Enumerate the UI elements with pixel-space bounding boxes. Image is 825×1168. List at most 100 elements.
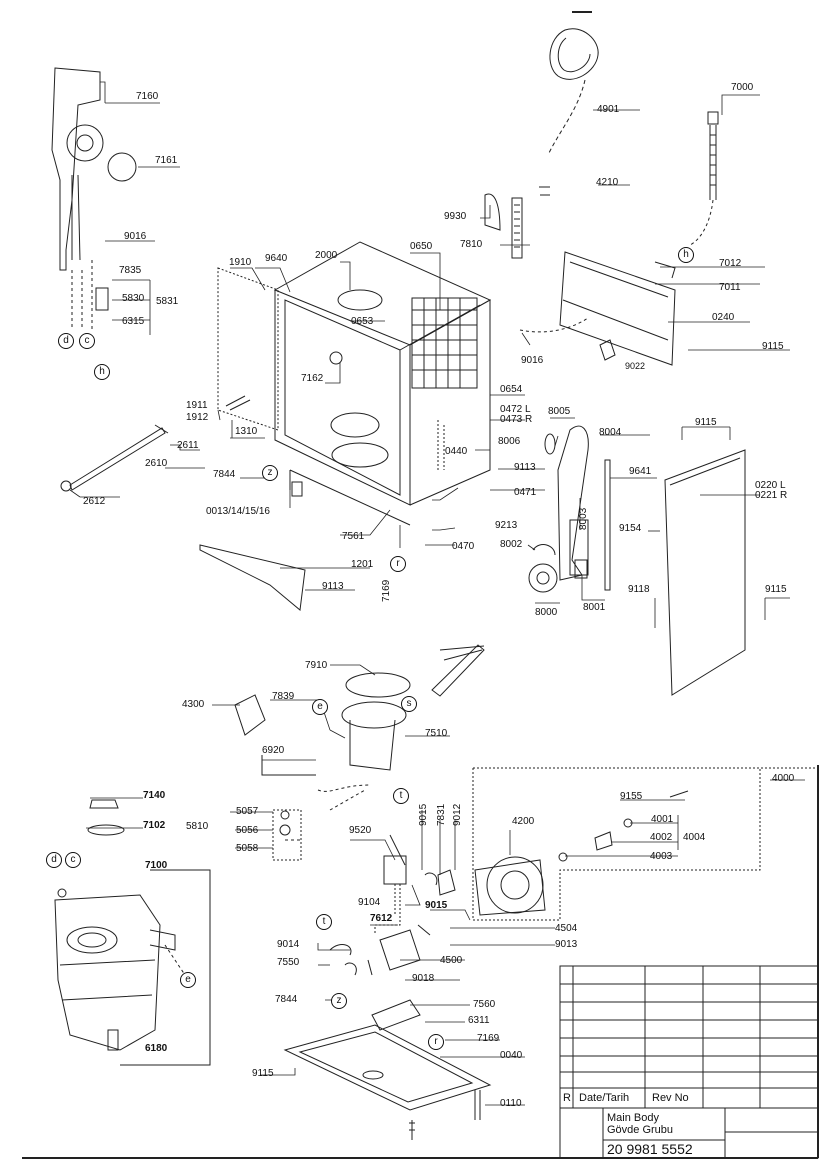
part-label-9014: 9014: [277, 939, 300, 950]
part-label-5810: 5810: [186, 821, 209, 832]
part-label-7550: 7550: [277, 957, 300, 968]
hinge-bracket-drawing: [51, 67, 137, 330]
marker-r-top: r: [390, 556, 406, 572]
part-label-1911: 1911: [186, 400, 208, 411]
part-label-4003: 4003: [650, 851, 673, 862]
part-label-9115-top: 9115: [762, 341, 784, 352]
marker-d-bottom: d: [46, 852, 62, 868]
part-label-7810: 7810: [460, 239, 483, 250]
part-label-9640: 9640: [265, 253, 288, 264]
marker-h-left: h: [94, 364, 110, 380]
part-label-7160: 7160: [136, 91, 159, 102]
part-label-9115-side: 9115: [765, 584, 787, 595]
part-label-9213: 9213: [495, 520, 518, 531]
part-label-8006: 8006: [498, 436, 521, 447]
marker-h-right: h: [678, 247, 694, 263]
part-label-4004: 4004: [683, 832, 706, 843]
part-label-4002: 4002: [650, 832, 673, 843]
title-block-date-label: Date/Tarih: [579, 1092, 630, 1104]
marker-c-bottom: c: [65, 852, 81, 868]
part-label-0220: 0220 L: [755, 480, 786, 491]
part-label-7169-bottom: 7169: [477, 1033, 500, 1044]
part-label-0470: 0470: [452, 541, 475, 552]
part-label-0221: 0221 R: [755, 490, 788, 501]
part-label-2000: 2000: [315, 250, 338, 261]
title-block-title-tr: Gövde Grubu: [607, 1124, 674, 1136]
part-label-4210: 4210: [596, 177, 619, 188]
drain-hose-drawing: [547, 28, 599, 156]
part-label-5057: 5057: [236, 806, 259, 817]
part-label-9115-panel: 9115: [695, 417, 717, 428]
part-label-0654: 0654: [500, 384, 523, 395]
title-block-doc-number: 20 9981 5552: [607, 1141, 693, 1157]
part-label-8004: 8004: [599, 427, 622, 438]
part-label-9930: 9930: [444, 211, 467, 222]
part-label-8005: 8005: [548, 406, 571, 417]
part-label-7910: 7910: [305, 660, 328, 671]
marker-r-bottom: r: [428, 1034, 444, 1050]
part-label-9113-left: 9113: [322, 581, 344, 592]
part-label-6315: 6315: [122, 316, 145, 327]
part-label-1310: 1310: [235, 426, 258, 437]
part-label-0013-16: 0013/14/15/16: [206, 506, 270, 517]
part-label-0473: 0473 R: [500, 414, 533, 425]
part-label-5056: 5056: [236, 825, 259, 836]
part-label-9015-bottom: 9015: [425, 900, 448, 911]
part-label-7510: 7510: [425, 728, 448, 739]
part-label-7844-bottom: 7844: [275, 994, 298, 1005]
part-label-6311: 6311: [468, 1015, 490, 1026]
door-arm-drawing: [528, 425, 589, 593]
marker-t-top: t: [393, 788, 409, 804]
part-label-0471: 0471: [514, 487, 537, 498]
part-label-5830: 5830: [122, 293, 145, 304]
part-label-7161: 7161: [155, 155, 178, 166]
tub-small-parts-drawing: [60, 186, 550, 611]
part-label-9641: 9641: [629, 466, 652, 477]
tub-drawing: [217, 241, 492, 526]
title-block-grid: [559, 965, 819, 1159]
marker-d-top: d: [58, 333, 74, 349]
part-label-4500: 4500: [440, 955, 463, 966]
part-label-9115-base: 9115: [252, 1068, 274, 1079]
part-label-8000: 8000: [535, 607, 558, 618]
part-label-9016-rear: 9016: [521, 355, 544, 366]
part-label-9113-mid: 9113: [514, 462, 536, 473]
part-label-7835: 7835: [119, 265, 142, 276]
part-label-7169-top: 7169: [381, 579, 392, 602]
part-label-8001: 8001: [583, 602, 606, 613]
rear-panel-drawing: [519, 111, 719, 366]
part-label-7839: 7839: [272, 691, 295, 702]
base-pan-drawing: [283, 999, 492, 1140]
part-label-7140: 7140: [143, 790, 166, 801]
title-block-rev-label: Rev No: [652, 1092, 689, 1104]
part-label-8002: 8002: [500, 539, 523, 550]
part-label-2611: 2611: [177, 440, 199, 451]
part-label-0240: 0240: [712, 312, 735, 323]
part-label-7102: 7102: [143, 820, 166, 831]
circulation-pump-drawing: [437, 767, 818, 921]
marker-z-bottom: z: [331, 993, 347, 1009]
part-label-9118: 9118: [628, 584, 650, 595]
part-label-9013: 9013: [555, 939, 578, 950]
part-label-4901: 4901: [597, 104, 620, 115]
part-label-9154: 9154: [619, 523, 642, 534]
leader-lines: [69, 81, 805, 1106]
part-label-4000: 4000: [772, 773, 795, 784]
part-label-1912: 1912: [186, 412, 209, 423]
part-label-7100: 7100: [145, 860, 168, 871]
part-label-0472: 0472 L: [500, 404, 531, 415]
marker-z-top: z: [262, 465, 278, 481]
part-label-0440: 0440: [445, 446, 468, 457]
marker-e-bottom: e: [180, 972, 196, 988]
part-label-1201: 1201: [351, 559, 374, 570]
part-label-9016: 9016: [124, 231, 147, 242]
part-label-0653: 0653: [351, 316, 374, 327]
title-block-title-en: Main Body: [607, 1112, 659, 1124]
part-label-4300: 4300: [182, 699, 205, 710]
part-label-6180: 6180: [145, 1043, 168, 1054]
part-label-2610: 2610: [145, 458, 168, 469]
part-label-9015-top: 9015: [418, 803, 429, 826]
part-label-9104: 9104: [358, 897, 381, 908]
part-label-4001: 4001: [651, 814, 674, 825]
